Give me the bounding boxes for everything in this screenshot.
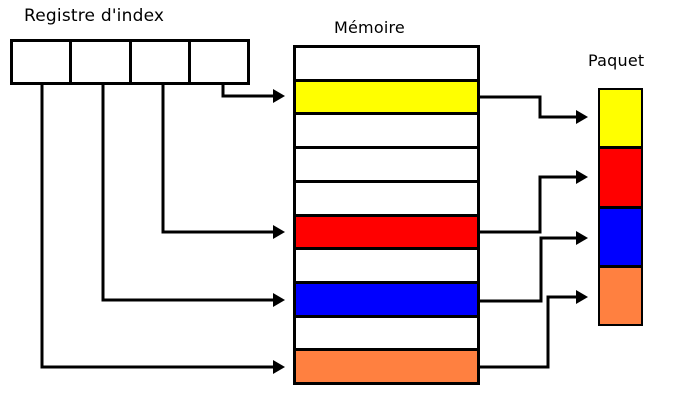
- register-cell-3: [128, 42, 188, 82]
- memory-title: Mémoire: [334, 18, 405, 37]
- memory-row-3: [296, 112, 477, 147]
- memory-row-2: [296, 78, 477, 113]
- register-cell-1: [13, 42, 70, 82]
- memory-row-7: [296, 247, 477, 281]
- memory-row-4: [296, 146, 477, 180]
- memory-row-1: [296, 48, 477, 79]
- arrow-memory-yellow-to-packet: [480, 95, 588, 124]
- arrow-regcell4-to-memory-yellow: [221, 83, 285, 103]
- arrow-regcell2-to-memory-blue: [101, 83, 285, 307]
- packet-cell-1: [600, 90, 641, 147]
- packet-title: Paquet: [588, 51, 645, 70]
- packet-cell-2: [600, 146, 641, 206]
- arrow-regcell1-to-memory-orange: [40, 83, 285, 374]
- register-title: Registre d'index: [24, 6, 165, 26]
- register-cell-2: [69, 42, 129, 82]
- packet-cell-4: [600, 264, 641, 324]
- arrow-memory-red-to-packet: [480, 170, 588, 234]
- packet-box: [598, 88, 643, 326]
- memory-row-10: [296, 348, 477, 383]
- arrow-memory-orange-to-packet: [480, 290, 588, 369]
- packet-cell-3: [600, 205, 641, 265]
- memory-row-5: [296, 179, 477, 214]
- arrow-memory-blue-to-packet: [480, 231, 588, 303]
- memory-row-8: [296, 280, 477, 315]
- index-register-box: [10, 39, 250, 85]
- memory-row-9: [296, 314, 477, 349]
- arrow-regcell3-to-memory-red: [161, 83, 285, 239]
- memory-box: [293, 45, 480, 385]
- register-cell-4: [187, 42, 247, 82]
- memory-row-6: [296, 213, 477, 248]
